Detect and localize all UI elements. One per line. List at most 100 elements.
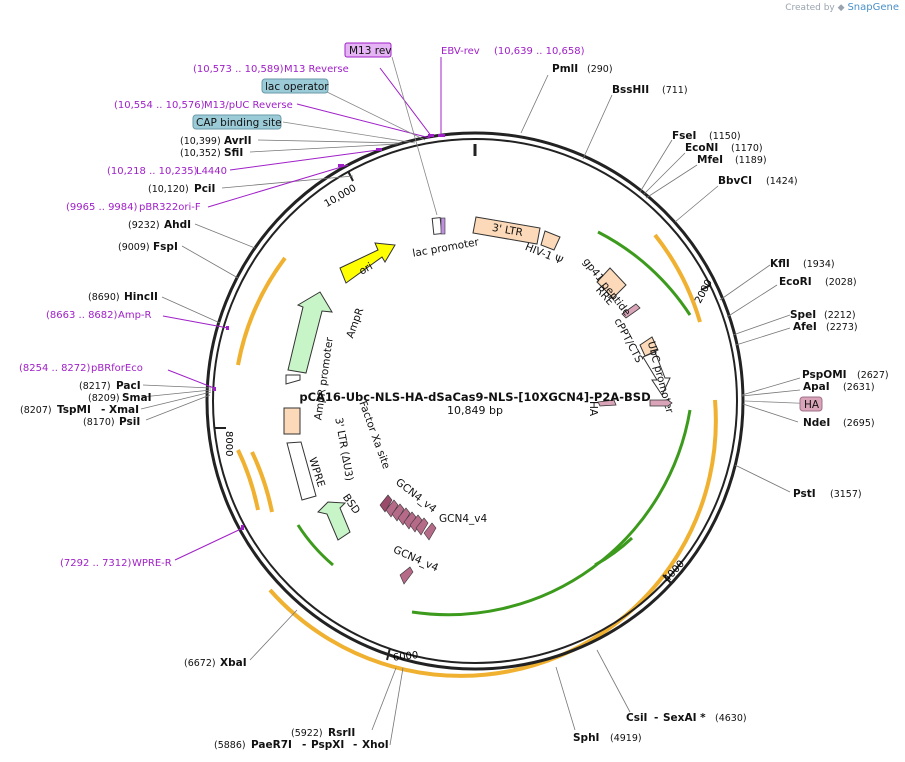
feature-ori[interactable]: ori bbox=[339, 242, 396, 284]
enzyme-sexai: SexAI * bbox=[663, 712, 706, 724]
svg-text:cPPT/CTS: cPPT/CTS bbox=[611, 316, 645, 365]
primer-wpre-r: WPRE-R bbox=[132, 558, 172, 569]
svg-text:(1934): (1934) bbox=[803, 259, 835, 270]
enzyme-pspomi: PspOMI bbox=[802, 369, 847, 381]
primer-m13-reverse: M13 Reverse bbox=[284, 64, 349, 75]
enzyme-lines bbox=[140, 74, 801, 746]
svg-text:(9009): (9009) bbox=[118, 242, 150, 253]
feature-gp41[interactable]: gp41 peptide bbox=[580, 256, 641, 319]
enzyme-pspxi: PspXI bbox=[311, 739, 344, 751]
svg-text:(1424): (1424) bbox=[766, 176, 798, 187]
svg-text:(10,218 .. 10,235): (10,218 .. 10,235) bbox=[107, 166, 198, 177]
tick-6000 bbox=[386, 647, 391, 661]
svg-text:-: - bbox=[101, 404, 105, 416]
svg-text:(10,352): (10,352) bbox=[180, 148, 221, 159]
ha-box bbox=[799, 396, 823, 412]
svg-text:(2028): (2028) bbox=[825, 277, 857, 288]
enzyme-afei: AfeI bbox=[793, 321, 817, 333]
ruler-label-2000: 2000 bbox=[693, 278, 715, 306]
svg-text:HA: HA bbox=[587, 401, 599, 417]
svg-text:AmpR promoter: AmpR promoter bbox=[312, 336, 336, 421]
svg-text:(2695): (2695) bbox=[843, 418, 875, 429]
enzyme-smai: SmaI bbox=[122, 392, 152, 404]
ruler-label-8000: 8000 bbox=[223, 431, 234, 456]
svg-text:(9965 .. 9984): (9965 .. 9984) bbox=[66, 202, 138, 213]
inner-arc-1 bbox=[597, 230, 692, 316]
svg-text:(2631): (2631) bbox=[843, 382, 875, 393]
svg-text:3' LTR (ΔU3): 3' LTR (ΔU3) bbox=[332, 417, 355, 482]
svg-text:(4630): (4630) bbox=[715, 713, 747, 724]
primer-m13-puc-reverse: M13/pUC Reverse bbox=[204, 100, 293, 111]
svg-text:(8217): (8217) bbox=[79, 381, 111, 392]
svg-text:(9232): (9232) bbox=[128, 220, 160, 231]
svg-text:(5922): (5922) bbox=[291, 728, 323, 739]
svg-text:-: - bbox=[353, 739, 357, 751]
ruler-label-6000: 6000 bbox=[392, 650, 418, 664]
svg-text:(8170): (8170) bbox=[83, 417, 115, 428]
feature-wpre[interactable]: WPRE bbox=[286, 441, 327, 501]
inner-arc-3 bbox=[594, 536, 634, 567]
enzyme-spei: SpeI bbox=[790, 309, 816, 321]
primer-lines bbox=[162, 57, 442, 561]
svg-text:3' LTR: 3' LTR bbox=[491, 222, 524, 239]
enzyme-ahdi: AhdI bbox=[164, 219, 191, 231]
ruler-label-10000: 10,000 bbox=[323, 183, 359, 210]
enzyme-pcii: PciI bbox=[194, 183, 215, 195]
feature-lac-promoter[interactable]: lac promoter bbox=[412, 217, 481, 260]
enzyme-kfli: KflI bbox=[770, 258, 790, 270]
svg-text:(10,639 .. 10,658): (10,639 .. 10,658) bbox=[494, 46, 585, 57]
feature-ha[interactable]: HA bbox=[587, 399, 673, 417]
svg-text:(8663 .. 8682): (8663 .. 8682) bbox=[46, 310, 118, 321]
primer-labels: M13 rev EBV-rev (10,639 .. 10,658) (10,5… bbox=[19, 42, 585, 569]
enzyme-xhoi: XhoI bbox=[362, 739, 389, 751]
svg-text:(8254 .. 8272): (8254 .. 8272) bbox=[19, 363, 91, 374]
enzyme-xmai: XmaI bbox=[109, 404, 139, 416]
tick-4000 bbox=[662, 574, 672, 584]
outer-arc-4 bbox=[250, 451, 274, 513]
inner-arc-4 bbox=[296, 524, 334, 567]
enzyme-fspi: FspI bbox=[153, 241, 178, 253]
outside-feature-boxes: lac operator CAP binding site HA bbox=[192, 78, 823, 412]
m13-rev-box bbox=[344, 42, 392, 58]
lac-operator-box bbox=[261, 78, 329, 94]
enzyme-ecori: EcoRI bbox=[779, 276, 812, 288]
enzyme-bsshii: BssHII bbox=[612, 84, 649, 96]
primer-ebv-rev: EBV-rev bbox=[441, 46, 480, 57]
svg-text:(10,573 .. 10,589): (10,573 .. 10,589) bbox=[193, 64, 284, 75]
svg-text:(8209): (8209) bbox=[88, 393, 120, 404]
box-lines bbox=[282, 56, 821, 405]
primer-l4440: L4440 bbox=[196, 166, 227, 177]
plasmid-name: pCA16-Ubc-NLS-HA-dSaCas9-NLS-[10XGCN4]-P… bbox=[299, 390, 650, 404]
feature-gcn4-cluster[interactable]: GCN4_v4 GCN4_v4 bbox=[379, 476, 487, 541]
svg-text:(711): (711) bbox=[662, 85, 688, 96]
svg-text:-: - bbox=[654, 712, 658, 724]
feature-factor-xa[interactable]: Factor Xa site bbox=[356, 399, 392, 470]
svg-text:(8207): (8207) bbox=[20, 405, 52, 416]
enzyme-rsrii: RsrII bbox=[328, 727, 355, 739]
feature-bsd[interactable]: BSD bbox=[317, 492, 362, 541]
svg-text:(8690): (8690) bbox=[88, 292, 120, 303]
svg-text:(2273): (2273) bbox=[826, 322, 858, 333]
outer-arc-5 bbox=[236, 256, 287, 366]
cap-site-box bbox=[192, 114, 282, 130]
svg-text:(1150): (1150) bbox=[709, 131, 741, 142]
svg-text:(6672): (6672) bbox=[184, 658, 216, 669]
svg-text:AmpR: AmpR bbox=[344, 306, 366, 340]
svg-text:(1170): (1170) bbox=[731, 143, 763, 154]
tick-2000 bbox=[700, 284, 712, 291]
feature-gcn4-single[interactable]: GCN4_v4 bbox=[391, 544, 440, 585]
svg-text:-: - bbox=[302, 739, 306, 751]
outer-arc-1 bbox=[653, 233, 702, 323]
svg-text:(2627): (2627) bbox=[857, 370, 889, 381]
svg-text:(290): (290) bbox=[587, 64, 613, 75]
feature-3-ltr[interactable]: 3' LTR bbox=[472, 216, 561, 251]
primer-arrows bbox=[213, 134, 445, 530]
enzyme-pmli: PmlI bbox=[552, 63, 578, 75]
backbone-inner bbox=[212, 138, 738, 664]
enzyme-xbai: XbaI bbox=[220, 657, 247, 669]
lac-operator-label: lac operator bbox=[265, 81, 329, 93]
primer-amp-r: Amp-R bbox=[118, 310, 152, 321]
ha-box-label: HA bbox=[804, 399, 820, 411]
enzyme-apai: ApaI bbox=[803, 381, 830, 393]
